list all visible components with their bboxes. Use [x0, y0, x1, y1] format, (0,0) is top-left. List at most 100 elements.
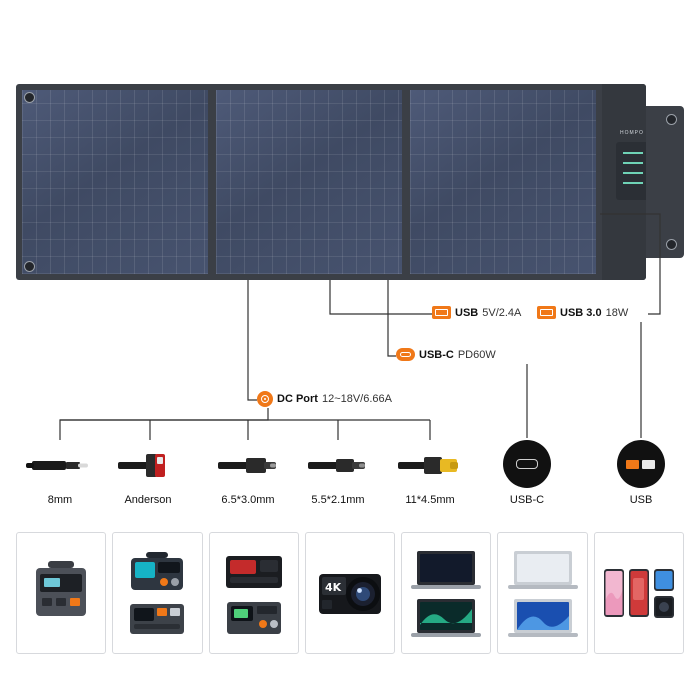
card-content	[600, 538, 678, 648]
connector-anderson: Anderson	[108, 438, 188, 506]
connector-label: USB	[629, 494, 653, 506]
connector-art	[20, 438, 100, 492]
card-content	[215, 538, 293, 648]
port-label-usb: USB 5V/2.4A	[432, 306, 521, 319]
device-card-7	[593, 532, 684, 654]
port-name: USB	[455, 306, 479, 319]
power-station-teal-icon	[131, 552, 184, 590]
barrel-plug-icon	[218, 458, 276, 473]
grommet-icon	[666, 114, 677, 125]
usb-openings	[626, 456, 656, 472]
connector-label: 8mm	[47, 494, 73, 506]
panel-segment-1	[22, 90, 208, 274]
usbc-port-icon	[396, 348, 415, 361]
device-card-5	[401, 532, 492, 654]
solar-cells-icon	[410, 90, 596, 274]
connector-art	[487, 438, 567, 492]
device-card-3	[208, 532, 299, 654]
card-stack	[222, 538, 286, 648]
connector-art	[298, 438, 378, 492]
usb-a-opening-icon	[626, 459, 639, 469]
card-stack	[409, 538, 483, 648]
card-content: 4K	[311, 538, 389, 648]
port-label-usbc: USB-C PD60W	[396, 348, 496, 361]
phone-column	[653, 568, 675, 619]
connector-label: 5.5*2.1mm	[311, 494, 365, 506]
laptop-aurora-icon	[411, 599, 482, 637]
connector-6530: 6.5*3.0mm	[208, 438, 288, 506]
phone-pink-icon	[603, 568, 624, 617]
controller-box	[616, 142, 650, 200]
device-card-2	[112, 532, 203, 654]
connector-usb-port: USB	[601, 438, 681, 506]
led-indicator-icon	[623, 162, 643, 164]
usb-port-icon	[432, 306, 451, 319]
card-stack	[506, 538, 580, 648]
anderson-plug-icon	[118, 454, 165, 477]
power-station-gray-icon	[36, 561, 87, 616]
usb3-port-icon	[537, 306, 556, 319]
connector-label: USB-C	[509, 494, 545, 506]
phone-blue-icon	[653, 568, 674, 591]
solar-panel-illustration: HOMPO	[16, 84, 684, 280]
led-indicator-icon	[623, 172, 643, 174]
connector-label: Anderson	[124, 494, 172, 506]
barrel-plug-icon	[308, 459, 365, 472]
connector-usbc-port: USB-C	[487, 438, 567, 506]
connector-label: 11*4.5mm	[405, 494, 455, 506]
power-station-small-icon	[130, 604, 185, 634]
panel-side-flap	[646, 106, 684, 258]
usb-socket-icon	[617, 440, 665, 488]
solar-cells-icon	[216, 90, 402, 274]
port-spec: 5V/2.4A	[482, 306, 522, 319]
device-card-1	[16, 532, 107, 654]
card-content	[407, 538, 485, 648]
grommet-icon	[24, 261, 35, 272]
led-indicator-icon	[623, 182, 643, 184]
dc-port-icon	[257, 391, 273, 407]
port-label-dc: DC Port 12~18V/6.66A	[257, 391, 392, 407]
port-name: USB 3.0	[560, 306, 602, 319]
laptop-silver-icon	[507, 551, 578, 589]
usb-a-opening-icon	[642, 459, 655, 469]
device-card-6	[497, 532, 588, 654]
port-label-usb3: USB 3.0 18W	[537, 306, 628, 319]
compatible-devices-row: 4K	[16, 532, 684, 654]
port-spec: PD60W	[457, 348, 496, 361]
phone-group	[603, 568, 675, 619]
port-spec: 18W	[605, 306, 629, 319]
svg-text:4K: 4K	[325, 581, 342, 594]
laptop-blue-icon	[507, 599, 578, 637]
grommet-icon	[24, 92, 35, 103]
connector-art	[208, 438, 288, 492]
connector-art	[108, 438, 188, 492]
connector-5521: 5.5*2.1mm	[298, 438, 378, 506]
card-stack	[126, 538, 188, 648]
phone-dark-icon	[653, 595, 674, 618]
led-indicator-icon	[623, 152, 643, 154]
port-spec: 12~18V/6.66A	[321, 393, 392, 405]
card-content	[22, 538, 100, 648]
laptop-dark-icon	[411, 551, 482, 589]
usbc-socket-icon	[503, 440, 551, 488]
power-station-red-icon	[225, 556, 282, 588]
solar-cells-icon	[22, 90, 208, 274]
barrel-plug-icon	[26, 461, 88, 470]
card-content	[503, 538, 581, 648]
connector-1145: 11*4.5mm	[390, 438, 470, 506]
grommet-icon	[666, 239, 677, 250]
panel-body: HOMPO	[16, 84, 671, 280]
action-camera-4k-icon: 4K	[318, 574, 381, 614]
barrel-plug-yellow-icon	[398, 457, 458, 474]
port-name: DC Port	[277, 393, 318, 405]
connector-8mm: 8mm	[20, 438, 100, 506]
phone-red-icon	[628, 568, 649, 617]
card-content	[118, 538, 196, 648]
connector-label: 6.5*3.0mm	[221, 494, 275, 506]
device-card-4: 4K	[304, 532, 396, 654]
panel-segment-3	[410, 90, 596, 274]
connector-art	[390, 438, 470, 492]
power-station-green-icon	[226, 602, 281, 634]
brand-label: HOMPO	[620, 130, 644, 136]
